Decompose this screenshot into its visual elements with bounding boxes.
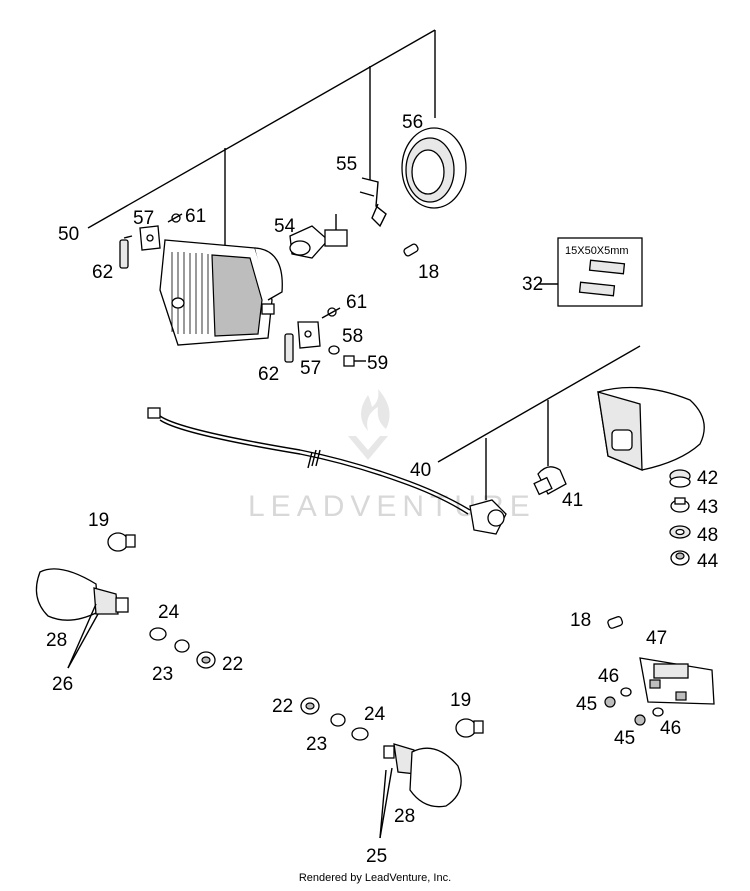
rear-leader-lines [437,345,641,500]
label-61-upper: 61 [185,206,206,227]
grommet-42 [669,469,691,488]
washer-23-right [330,713,346,727]
turn-signal-left [35,568,129,621]
label-58: 58 [342,326,363,347]
socket-40 [469,499,507,535]
washer-24-right [351,727,369,741]
bulb-19-left [107,532,136,552]
label-18-lower: 18 [570,610,591,631]
label-42: 42 [697,468,718,489]
bulb-54 [289,214,348,259]
label-55: 55 [336,154,357,175]
bulb-19-right [455,718,484,738]
label-19-left: 19 [88,510,109,531]
label-24-right: 24 [364,704,386,725]
label-22-left: 22 [222,654,243,675]
spacer-43 [670,497,690,513]
screw-61-upper [167,213,183,223]
label-23-right: 23 [306,734,327,755]
nut-45-lower [634,714,646,726]
leader-26 [67,603,99,669]
nut-44 [670,550,690,566]
label-40: 40 [410,460,431,481]
clip-62-lower [284,333,294,363]
label-46-lower: 46 [660,718,681,739]
bulb-41 [533,466,567,496]
label-47: 47 [646,628,667,649]
label-46-upper: 46 [598,666,619,687]
label-32: 32 [522,274,543,295]
screw-61-lower [321,307,341,319]
license-light-47 [639,657,715,705]
washer-46-lower [652,707,664,717]
bulb-18-lower [607,616,624,629]
label-28-right: 28 [394,806,415,827]
washer-24-left [149,627,167,641]
label-leaders [123,235,133,239]
nut-45-upper [604,696,616,708]
label-22-right: 22 [272,696,293,717]
nut-22-left [196,651,216,669]
label-41: 41 [562,490,583,511]
label-57-lower: 57 [300,358,321,379]
label-26: 26 [52,674,73,695]
washer-58 [328,345,340,355]
label-23-left: 23 [152,664,173,685]
clip-62-upper [119,239,129,269]
kit-32: 15X50X5mm [538,237,643,307]
cable-harness [147,407,471,515]
part-labels: 50 57 61 62 54 55 56 18 32 61 58 59 62 5… [46,112,719,867]
label-59: 59 [367,353,388,374]
label-25: 25 [366,846,387,867]
label-28-left: 28 [46,630,67,651]
label-48: 48 [697,525,718,546]
label-54: 54 [274,216,296,237]
taillight-housing [597,386,705,471]
headlight-housing [159,239,283,346]
kit-size-label: 15X50X5mm [565,245,629,257]
label-62-upper: 62 [92,262,113,283]
leader-25 [379,767,393,839]
label-61-lower: 61 [346,292,367,313]
label-56: 56 [402,112,423,133]
footer-credit: Rendered by LeadVenture, Inc. [298,872,452,884]
watermark-logo [348,389,390,460]
spring-clip-55 [359,177,387,228]
washer-23-left [174,639,190,653]
label-24-left: 24 [158,602,180,623]
label-45-upper: 45 [576,694,597,715]
label-62-lower: 62 [258,364,279,385]
label-19-right: 19 [450,690,471,711]
label-44: 44 [697,551,719,572]
label-50: 50 [58,224,79,245]
label-45-lower: 45 [614,728,635,749]
nut-22-right [300,697,320,715]
label-43: 43 [697,497,718,518]
washer-48 [669,525,691,539]
turn-signal-right [383,743,462,808]
bolt-59 [343,355,366,367]
boot-56 [401,127,467,209]
bracket-57-upper [139,225,161,251]
washer-46-upper [620,687,632,697]
headlight-leader-lines [87,29,436,248]
bulb-18-upper [403,243,419,257]
label-18-upper: 18 [418,262,439,283]
label-57-upper: 57 [133,208,154,229]
bracket-57-lower [297,321,321,349]
